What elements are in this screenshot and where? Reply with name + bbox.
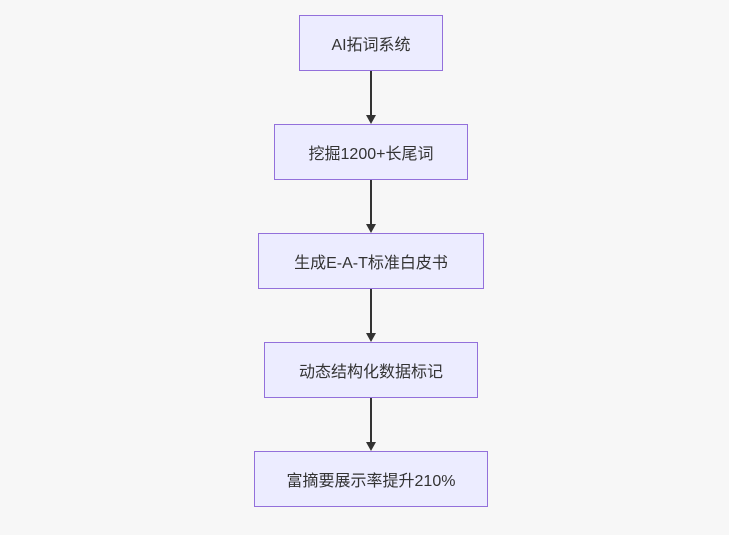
flow-node-label: 动态结构化数据标记	[298, 364, 443, 381]
flow-node-ai-word-expansion-system: AI拓词系统	[299, 15, 443, 71]
flow-arrow-b-to-c	[361, 180, 381, 233]
flow-arrow-c-to-d	[361, 289, 381, 342]
flow-node-mine-longtail-keywords: 挖掘1200+长尾词	[274, 124, 468, 180]
flow-node-label: 挖掘1200+长尾词	[308, 146, 434, 163]
flowchart-column: AI拓词系统 挖掘1200+长尾词 生成E-A-T标准白皮书 动态结构化数据标记	[254, 15, 488, 507]
arrow-head-down-icon	[366, 115, 376, 124]
flow-node-generate-eat-whitepaper: 生成E-A-T标准白皮书	[258, 233, 484, 289]
arrow-line	[370, 398, 372, 446]
arrow-head-down-icon	[366, 224, 376, 233]
flow-node-label: 富摘要展示率提升210%	[286, 473, 456, 490]
flow-node-rich-snippet-rate-increase: 富摘要展示率提升210%	[254, 451, 488, 507]
arrow-line	[370, 180, 372, 228]
arrow-head-down-icon	[366, 333, 376, 342]
flow-arrow-d-to-e	[361, 398, 381, 451]
arrow-line	[370, 71, 372, 119]
flow-node-label: 生成E-A-T标准白皮书	[294, 255, 448, 272]
arrow-head-down-icon	[366, 442, 376, 451]
arrow-line	[370, 289, 372, 337]
flow-node-dynamic-structured-data-markup: 动态结构化数据标记	[264, 342, 478, 398]
flow-arrow-a-to-b	[361, 71, 381, 124]
flow-node-label: AI拓词系统	[331, 37, 411, 54]
